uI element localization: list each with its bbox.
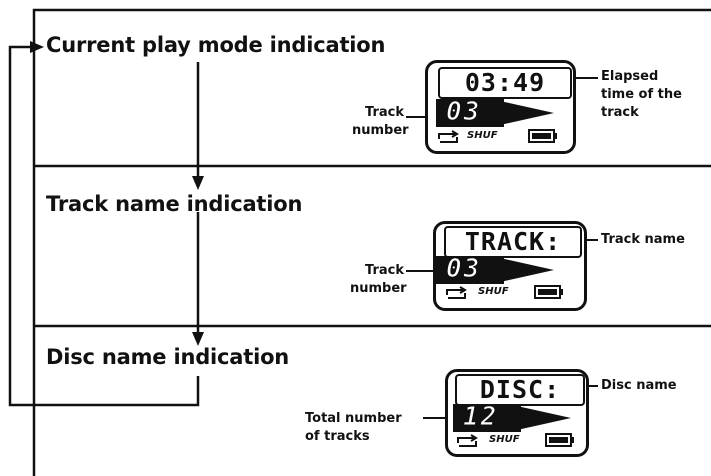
label-total-tracks: Total number of tracks bbox=[305, 411, 402, 444]
lcd-total-tracks: 12 bbox=[462, 402, 499, 433]
heading-current-play-mode: Current play mode indication bbox=[46, 33, 386, 57]
loop-arrowhead bbox=[30, 41, 44, 53]
heading-track-name: Track name indication bbox=[46, 192, 303, 216]
battery-icon bbox=[528, 129, 557, 143]
label-disc-name: Disc name bbox=[601, 378, 677, 393]
lcd-total-tracks-box bbox=[453, 404, 521, 432]
play-arrow-icon bbox=[517, 406, 571, 430]
lcd-elapsed-time: 03:49 bbox=[438, 67, 572, 99]
flow-arrowhead-1 bbox=[192, 176, 204, 190]
play-arrow-icon bbox=[500, 258, 554, 282]
lcd-track-number-box bbox=[436, 99, 504, 127]
lcd-track-number: 03 bbox=[445, 97, 482, 128]
repeat-icon bbox=[446, 286, 467, 299]
label-track-name: Track name bbox=[601, 232, 685, 247]
heading-disc-name: Disc name indication bbox=[46, 345, 290, 369]
shuffle-indicator: SHUF bbox=[478, 286, 509, 297]
flow-arrowhead-2 bbox=[192, 332, 204, 346]
loop-back-line bbox=[8, 45, 200, 407]
battery-icon bbox=[545, 433, 574, 447]
battery-icon bbox=[534, 285, 563, 299]
outer-frame bbox=[32, 8, 711, 476]
label-elapsed-time: Elapsed time of the track bbox=[601, 69, 682, 120]
shuffle-indicator: SHUF bbox=[467, 130, 498, 141]
label-track-number: Track number bbox=[350, 263, 407, 296]
lcd-track-name: TRACK: bbox=[444, 226, 582, 258]
repeat-icon bbox=[457, 434, 478, 447]
play-arrow-icon bbox=[500, 101, 554, 125]
label-track-number: Track number bbox=[352, 105, 409, 138]
lcd-track-number-box bbox=[436, 256, 504, 284]
shuffle-indicator: SHUF bbox=[489, 434, 520, 445]
repeat-icon bbox=[438, 130, 459, 143]
lcd-track-number: 03 bbox=[445, 254, 482, 285]
